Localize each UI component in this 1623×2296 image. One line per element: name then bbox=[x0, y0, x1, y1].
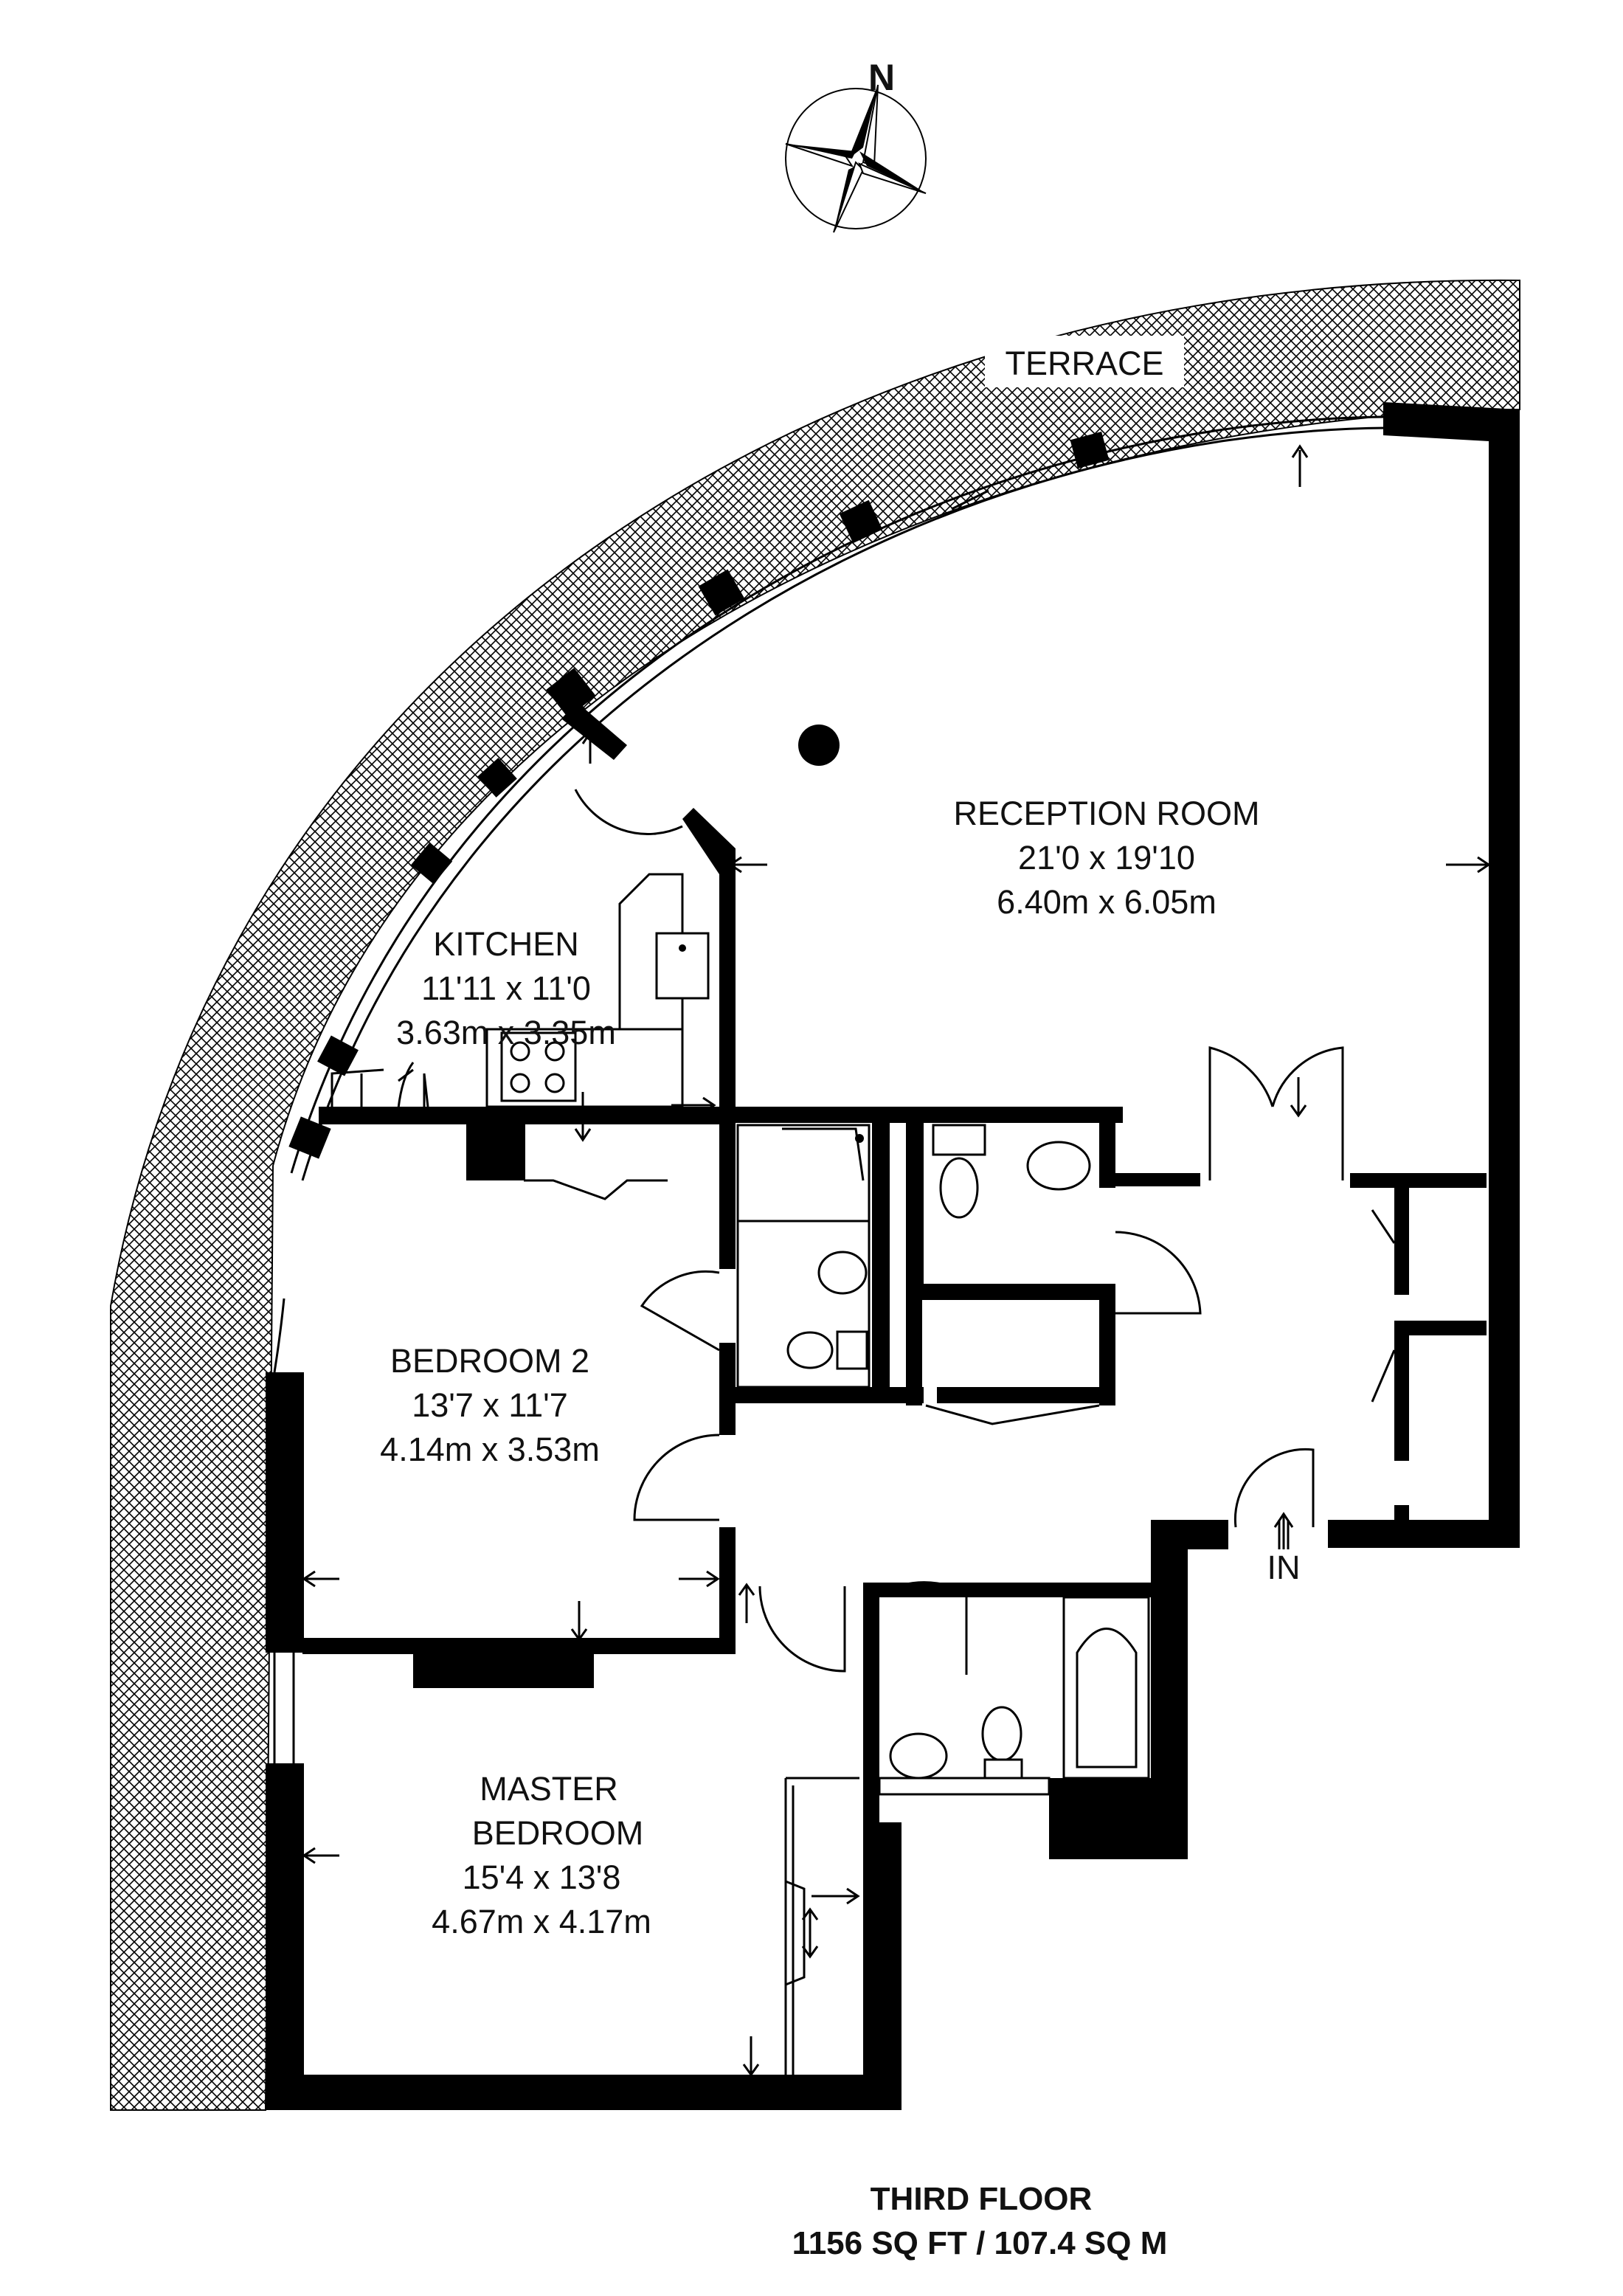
master-name-line2: BEDROOM bbox=[472, 1814, 644, 1852]
floor-title: THIRD FLOOR bbox=[871, 2181, 1093, 2217]
shower-room-fittings bbox=[736, 1124, 871, 1389]
kitchen-metric: 3.63m x 3.35m bbox=[396, 1014, 616, 1051]
master-metric: 4.67m x 4.17m bbox=[432, 1903, 651, 1940]
basin-icon bbox=[1026, 1141, 1091, 1191]
toilet-icon bbox=[981, 1706, 1022, 1762]
north-compass-icon bbox=[785, 84, 927, 233]
bedroom2-imperial: 13'7 x 11'7 bbox=[412, 1386, 568, 1424]
kitchen-imperial: 11'11 x 11'0 bbox=[421, 969, 591, 1007]
master-bedroom-label: MASTER BEDROOM 15'4 x 13'8 4.67m x 4.17m bbox=[432, 1770, 651, 1940]
kitchen-name: KITCHEN bbox=[433, 925, 579, 963]
kitchen-fittings bbox=[331, 873, 710, 1181]
door-swings bbox=[524, 789, 1344, 1675]
bathroom-fittings bbox=[878, 1596, 1150, 1796]
sink-icon bbox=[655, 932, 710, 1000]
reception-metric: 6.40m x 6.05m bbox=[997, 883, 1217, 921]
bedroom-2-label: BEDROOM 2 13'7 x 11'7 4.14m x 3.53m bbox=[380, 1342, 600, 1468]
wardrobes bbox=[784, 1209, 1396, 2075]
basin-icon bbox=[817, 1251, 868, 1295]
wc-fittings bbox=[932, 1124, 1091, 1219]
bedroom2-name: BEDROOM 2 bbox=[390, 1342, 589, 1380]
terrace-label: TERRACE bbox=[1005, 345, 1163, 382]
basin-icon bbox=[889, 1732, 948, 1780]
reception-imperial: 21'0 x 19'10 bbox=[1018, 839, 1195, 876]
entrance-arrow-icon bbox=[1273, 1512, 1294, 1549]
master-imperial: 15'4 x 13'8 bbox=[463, 1858, 621, 1896]
reception-room-label: RECEPTION ROOM 21'0 x 19'10 6.40m x 6.05… bbox=[953, 795, 1259, 921]
measurement-arrows bbox=[302, 444, 1491, 2077]
kitchen-label: KITCHEN 11'11 x 11'0 3.63m x 3.35m bbox=[396, 925, 616, 1051]
curtain-wall-glazing bbox=[290, 415, 1388, 1174]
bedroom2-metric: 4.14m x 3.53m bbox=[380, 1431, 600, 1468]
reception-name: RECEPTION ROOM bbox=[953, 795, 1259, 832]
window-glazing bbox=[273, 1298, 295, 1763]
toilet-icon bbox=[939, 1157, 979, 1219]
north-label: N bbox=[868, 57, 895, 98]
entrance-label: IN bbox=[1267, 1549, 1301, 1586]
toilet-icon bbox=[786, 1331, 834, 1369]
exterior-walls bbox=[266, 402, 1520, 2110]
floor-area: 1156 SQ FT / 107.4 SQ M bbox=[792, 2225, 1168, 2261]
structural-column bbox=[798, 725, 840, 766]
window-posts bbox=[288, 431, 1110, 1159]
master-name-line1: MASTER bbox=[480, 1770, 618, 1808]
